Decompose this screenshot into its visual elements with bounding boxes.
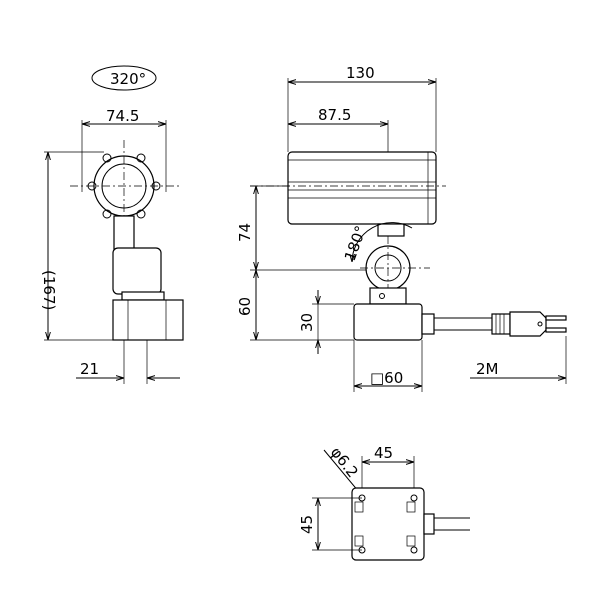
- width-top-label: 74.5: [106, 107, 139, 125]
- tilt-arc: [352, 222, 413, 262]
- base-height-label: 60: [236, 297, 254, 316]
- pitch-x-label: 45: [374, 444, 393, 462]
- base-square-label: □60: [370, 369, 403, 387]
- base-offset-label: 21: [80, 360, 99, 378]
- side-base: [112, 299, 184, 341]
- head-screws: [87, 153, 161, 219]
- hole-dia-label: φ6.2: [327, 443, 362, 481]
- plan-base: [351, 487, 425, 561]
- lamp-body: [287, 151, 437, 225]
- overall-height-label: (167): [40, 270, 58, 310]
- power-plug: [491, 311, 567, 337]
- rotation-indicator: [91, 65, 157, 91]
- front-base: [353, 303, 423, 341]
- length-label: 130: [346, 64, 375, 82]
- side-view: 320° 74.5 (167): [40, 65, 184, 384]
- power-cord: [464, 317, 492, 331]
- rotation-label: 320°: [110, 70, 146, 88]
- front-view: 130 87.5 180°: [236, 64, 567, 392]
- base-block-label: 30: [298, 313, 316, 332]
- side-knob: [112, 247, 162, 295]
- side-neck: [113, 215, 135, 251]
- tilt-label: 180°: [341, 223, 370, 263]
- length-inner-label: 87.5: [318, 106, 351, 124]
- head-height-label: 74: [236, 223, 254, 242]
- cord-length-label: 2M: [476, 360, 499, 378]
- plan-view: 45 φ6.2 45: [298, 443, 470, 561]
- pitch-y-label: 45: [298, 515, 316, 534]
